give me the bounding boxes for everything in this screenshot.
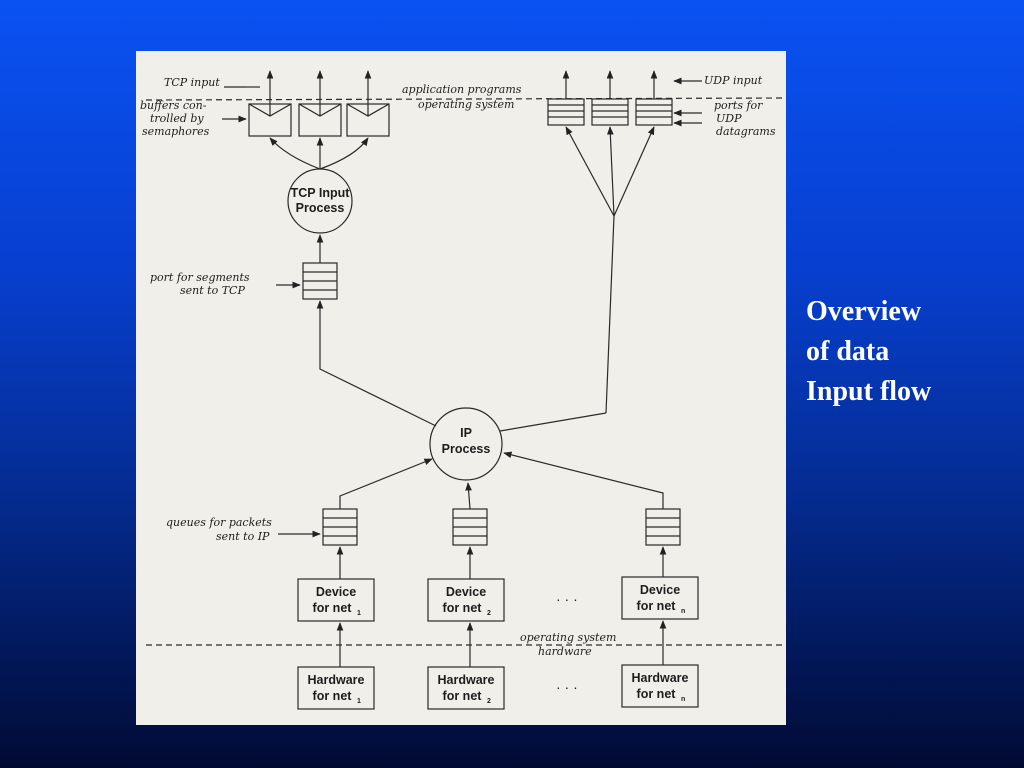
label-queues-1: queues for packets xyxy=(166,516,272,529)
label-application-programs: application programs xyxy=(402,83,522,96)
ip-queue-2 xyxy=(452,508,488,546)
hardware-n-line2: for net xyxy=(637,687,677,701)
device-1-sub: 1 xyxy=(357,610,361,617)
label-udp-input: UDP input xyxy=(704,74,763,87)
hardware-n-sub: n xyxy=(681,696,685,703)
tcp-process-label-2: Process xyxy=(296,201,345,215)
label-buffers-2: trolled by xyxy=(150,112,204,125)
device-2-line1: Device xyxy=(446,585,486,599)
hardware-2-line2: for net xyxy=(443,689,483,703)
device-1-line2: for net xyxy=(313,601,353,615)
slide-title-line-1: Overview xyxy=(806,296,922,327)
device-net-n xyxy=(621,576,699,620)
hardware-n-line1: Hardware xyxy=(632,671,689,685)
label-queues-2: sent to IP xyxy=(216,530,270,543)
device-n-sub: n xyxy=(681,608,685,615)
ip-process xyxy=(429,407,503,481)
hardware-1-line1: Hardware xyxy=(308,673,365,687)
device-net-2 xyxy=(427,578,505,622)
app-os-boundary xyxy=(145,97,786,101)
tcp-buffers xyxy=(248,103,390,137)
device-n-line1: Device xyxy=(640,583,680,597)
hardware-ellipsis: · · · xyxy=(556,679,578,695)
label-ports-1: ports for xyxy=(714,99,763,112)
ip-queue-1 xyxy=(322,508,358,546)
data-input-flow-figure: TCP input buffers con- trolled by semaph… xyxy=(136,51,786,725)
hardware-net-n xyxy=(621,664,699,708)
label-port-segments-2: sent to TCP xyxy=(180,284,245,297)
device-net-1 xyxy=(297,578,375,622)
slide-title-line-2: of data xyxy=(806,336,890,367)
label-port-segments-1: port for segments xyxy=(150,271,250,284)
tcp-process-label-1: TCP Input xyxy=(291,186,351,200)
ip-process-label-1: IP xyxy=(460,426,472,440)
device-2-line2: for net xyxy=(443,601,483,615)
slide-title: Overview of data Input flow xyxy=(806,292,1016,412)
label-ports-2: UDP xyxy=(716,112,742,125)
udp-ports xyxy=(547,98,673,126)
hardware-1-sub: 1 xyxy=(357,698,361,705)
label-ports-3: datagrams xyxy=(716,125,776,138)
hardware-net-2 xyxy=(427,666,505,710)
hardware-1-line2: for net xyxy=(313,689,353,703)
label-os-bottom: operating system xyxy=(520,631,616,644)
slide-title-line-3: Input flow xyxy=(806,376,932,407)
device-1-line1: Device xyxy=(316,585,356,599)
device-2-sub: 2 xyxy=(487,610,491,617)
device-ellipsis: · · · xyxy=(556,591,578,607)
label-operating-system-top: operating system xyxy=(418,98,514,111)
device-n-line2: for net xyxy=(637,599,677,613)
tcp-segment-port xyxy=(302,262,338,300)
ip-process-label-2: Process xyxy=(442,442,491,456)
hardware-2-line1: Hardware xyxy=(438,673,495,687)
hardware-net-1 xyxy=(297,666,375,710)
label-buffers-1: buffers con- xyxy=(140,99,207,112)
ip-queue-n xyxy=(645,508,681,546)
label-hardware-bottom: hardware xyxy=(538,645,592,658)
label-tcp-input: TCP input xyxy=(164,76,220,89)
label-buffers-3: semaphores xyxy=(142,125,210,138)
hardware-2-sub: 2 xyxy=(487,698,491,705)
